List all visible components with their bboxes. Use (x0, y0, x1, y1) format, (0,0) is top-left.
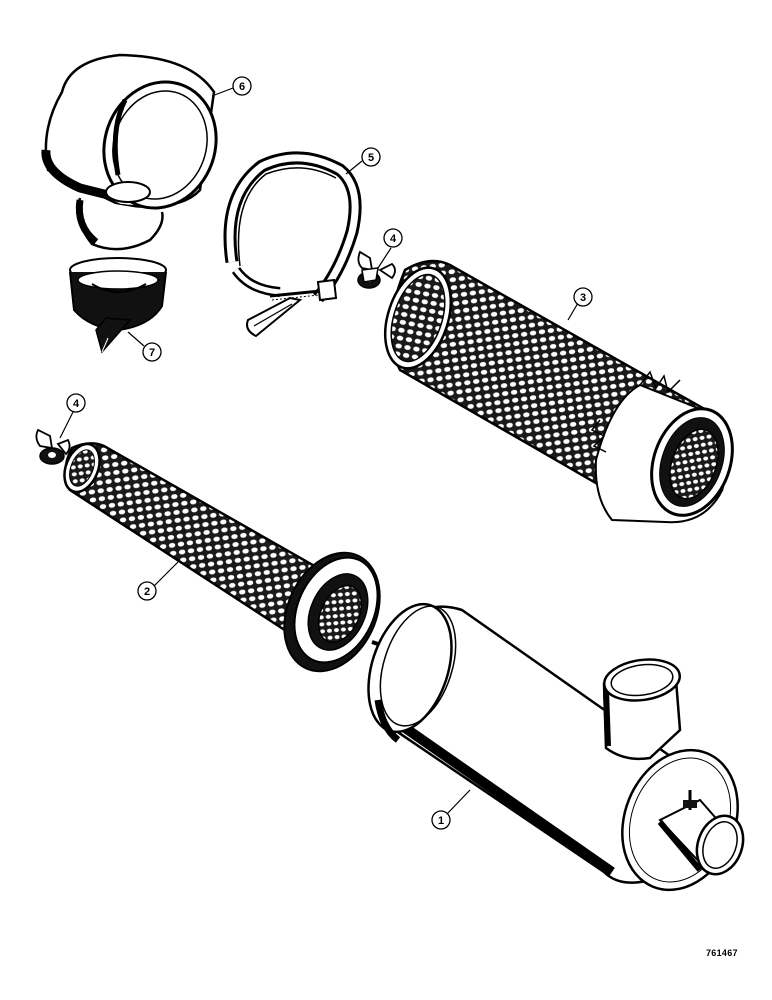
callout-3: 3 (567, 287, 593, 321)
callout-5: 5 (345, 147, 381, 175)
dust-cup (69, 257, 167, 354)
air-cleaner-housing (367, 602, 745, 892)
callout-1: 1 (431, 789, 471, 830)
callout-6: 6 (211, 76, 252, 97)
callout-4-lower: 4 (59, 393, 86, 439)
precleaner-cap (41, 53, 218, 251)
callout-3-label: 3 (580, 292, 586, 304)
wing-nut-upper (357, 250, 396, 289)
primary-filter-element (384, 259, 734, 524)
figure-reference-code: 761467 (706, 948, 738, 958)
callout-2-label: 2 (144, 586, 150, 598)
callout-7: 7 (127, 331, 162, 362)
callout-1-label: 1 (438, 815, 444, 827)
callout-2: 2 (137, 561, 179, 601)
safety-filter-element (63, 442, 381, 673)
callout-4-lower-label: 4 (73, 398, 80, 410)
callout-4-upper-label: 4 (390, 233, 397, 245)
callout-4-upper: 4 (377, 228, 403, 269)
callout-5-label: 5 (368, 152, 374, 164)
callout-7-label: 7 (149, 347, 155, 359)
callout-6-label: 6 (239, 81, 245, 93)
clamp-band (223, 151, 362, 338)
wing-nut-lower (35, 428, 71, 465)
